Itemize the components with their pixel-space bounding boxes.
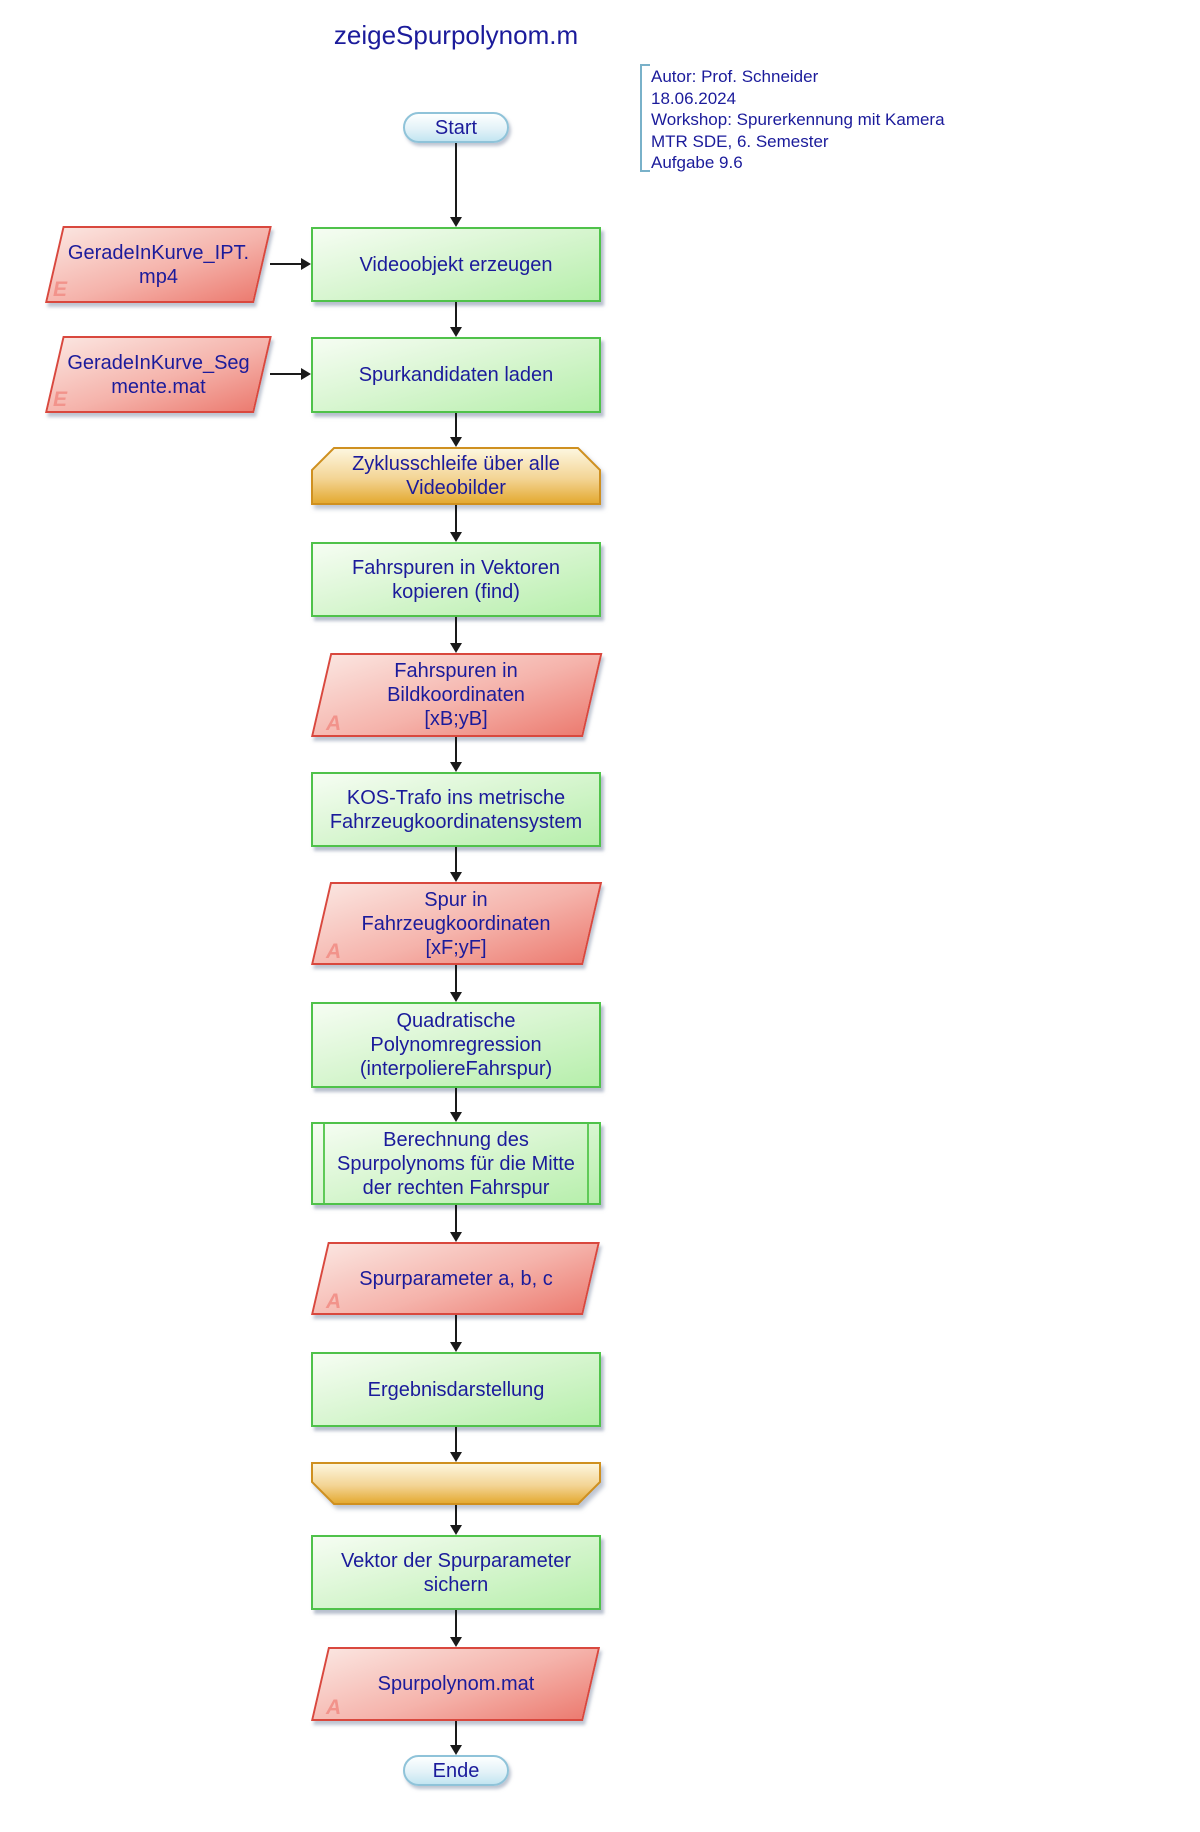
step-label: Fahrspuren in Bildkoordinaten [xB;yB] <box>387 660 525 730</box>
input-arrow-mp4 <box>270 257 311 271</box>
flow-arrow-down <box>449 737 463 772</box>
loop-end-shape <box>311 1462 601 1505</box>
step-label: Zyklusschleife über alle Videobilder <box>352 453 560 499</box>
file-tag-e-2: E <box>53 388 68 411</box>
step-label: KOS-Trafo ins metrische Fahrzeugkoordina… <box>329 786 583 833</box>
info-box: Autor: Prof. Schneider 18.06.2024 Worksh… <box>640 64 950 172</box>
data-tag-a-4: A <box>326 1696 342 1719</box>
flow-arrow-down <box>449 505 463 542</box>
flow-arrow-down <box>449 1505 463 1535</box>
flow-arrow-down <box>449 1315 463 1352</box>
process-polynomregression: Quadratische Polynomregression (interpol… <box>311 1002 601 1088</box>
process-ergebnisdarstellung: Ergebnisdarstellung <box>311 1352 601 1427</box>
loop-begin-shape <box>311 447 601 505</box>
data-tag-a-2: A <box>326 940 342 963</box>
terminal-start: Start <box>403 112 509 143</box>
data-spur-fahrzeugkoordinaten: A Spur in Fahrzeugkoordinaten [xF;yF] <box>311 882 603 965</box>
process-fahrspuren-kopieren: Fahrspuren in Vektoren kopieren (find) <box>311 542 601 617</box>
flow-arrow-down <box>449 1721 463 1755</box>
file-tag-e-1: E <box>53 278 68 301</box>
subroutine-spurpolynom-berechnung: Berechnung des Spurpolynoms für die Mitt… <box>311 1122 601 1205</box>
terminal-end: Ende <box>403 1755 509 1786</box>
step-label: Videoobjekt erzeugen <box>359 253 553 276</box>
terminal-end-label: Ende <box>432 1759 480 1782</box>
flow-arrow-down <box>449 617 463 653</box>
input-file-mp4-label: GeradeInKurve_IPT. mp4 <box>67 241 250 288</box>
step-label: Spurparameter a, b, c <box>359 1267 553 1290</box>
info-line-course: MTR SDE, 6. Semester <box>651 131 829 151</box>
input-file-mat: E GeradeInKurve_Seg mente.mat <box>45 336 272 413</box>
terminal-start-label: Start <box>434 116 478 139</box>
flow-arrow-down <box>449 302 463 337</box>
step-label: Ergebnisdarstellung <box>367 1378 545 1401</box>
flow-arrow-down <box>449 847 463 882</box>
info-line-author: Autor: Prof. Schneider <box>651 67 819 86</box>
flow-arrow-down <box>449 965 463 1002</box>
step-label: Berechnung des Spurpolynoms für die Mitt… <box>337 1128 575 1199</box>
input-file-mp4: E GeradeInKurve_IPT. mp4 <box>45 226 272 303</box>
info-line-date: 18.06.2024 <box>651 88 737 108</box>
input-arrow-mat <box>270 367 311 381</box>
info-line-workshop: Workshop: Spurerkennung mit Kamera <box>651 110 945 129</box>
process-spurparameter-sichern: Vektor der Spurparameter sichern <box>311 1535 601 1610</box>
process-spurkandidaten-laden: Spurkandidaten laden <box>311 337 601 413</box>
flow-arrow-down <box>449 143 463 227</box>
data-tag-a-1: A <box>326 712 342 735</box>
flow-arrow-down <box>449 413 463 447</box>
loop-begin-zyklusschleife: Zyklusschleife über alle Videobilder <box>311 447 601 505</box>
step-label: Spurpolynom.mat <box>377 1673 535 1695</box>
flow-arrow-down <box>449 1205 463 1242</box>
flow-arrow-down <box>449 1088 463 1122</box>
data-spurparameter: A Spurparameter a, b, c <box>311 1242 601 1315</box>
data-tag-a-3: A <box>326 1290 342 1313</box>
step-label: Spurkandidaten laden <box>358 364 554 386</box>
info-line-task: Aufgabe 9.6 <box>651 153 743 172</box>
step-label: Spur in Fahrzeugkoordinaten [xF;yF] <box>361 888 551 959</box>
data-fahrspuren-bildkoordinaten: A Fahrspuren in Bildkoordinaten [xB;yB] <box>311 653 603 737</box>
step-label: Quadratische Polynomregression (interpol… <box>359 1010 553 1080</box>
data-spurpolynom-mat: A Spurpolynom.mat <box>311 1647 601 1721</box>
process-videoobjekt-erzeugen: Videoobjekt erzeugen <box>311 227 601 302</box>
page-title: zeigeSpurpolynom.m <box>333 20 579 50</box>
step-label: Fahrspuren in Vektoren kopieren (find) <box>352 556 560 603</box>
loop-end <box>311 1462 601 1505</box>
flow-arrow-down <box>449 1427 463 1462</box>
process-kos-trafo: KOS-Trafo ins metrische Fahrzeugkoordina… <box>311 772 601 847</box>
step-label: Vektor der Spurparameter sichern <box>340 1549 572 1596</box>
flow-arrow-down <box>449 1610 463 1647</box>
input-file-mat-label: GeradeInKurve_Seg mente.mat <box>67 351 250 398</box>
